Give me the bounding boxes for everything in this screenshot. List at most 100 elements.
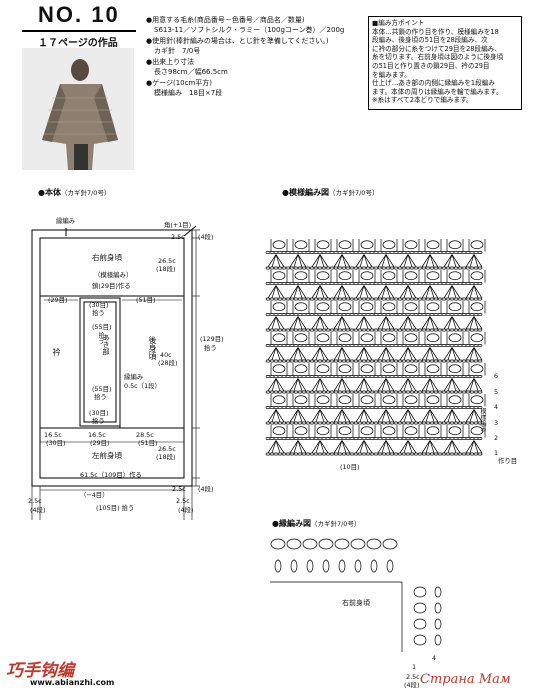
chain-stitch [457,297,463,301]
stitch-mark [341,254,347,268]
stitch-mark [333,378,343,392]
edge-motif [413,586,427,598]
chain-stitch [305,251,311,254]
chain-stitch [293,421,299,425]
chain-stitch [425,437,431,440]
chain-stitch [289,390,295,394]
chain-stitch [269,406,275,409]
chain-stitch [349,344,355,347]
chain-stitch [309,452,315,456]
stitch-mark [399,254,409,268]
chain-stitch [297,359,303,363]
stitch-mark [359,285,365,299]
stitch-mark [355,347,365,361]
stitch-mark [421,254,431,268]
chain-stitch [345,344,351,347]
stitch-mark [363,347,373,361]
chain-stitch [377,328,383,332]
model-photo [22,48,134,170]
chain-stitch [305,297,311,301]
stitch-mark [271,254,277,268]
chain-stitch [429,344,435,347]
chain-stitch [393,375,399,378]
chain-stitch [333,266,339,270]
chain-stitch [337,437,343,440]
chain-stitch [297,282,303,285]
chain-stitch [373,313,379,316]
stitch-mark [289,378,299,392]
chain-stitch [470,395,484,405]
site-url[interactable]: www.abianzhi.com [30,678,115,687]
chain-stitch [382,240,396,250]
stitch-mark [293,254,299,268]
chain-stitch [449,344,455,347]
stitch-mark [275,285,285,299]
chain-stitch [425,452,431,456]
chain-stitch [433,266,439,270]
chain-stitch [269,297,275,301]
chain-stitch [421,328,427,332]
stitch-mark [311,409,321,423]
stitch-mark [319,285,329,299]
chain-stitch [437,437,443,440]
stitch-mark [403,409,409,423]
edge-motif [366,538,382,550]
chain-stitch [469,297,475,301]
chain-stitch [409,359,415,363]
stitch-mark [359,378,365,392]
chain-stitch [429,313,435,316]
chain-stitch [448,333,462,343]
chain-stitch [429,421,435,425]
chain-stitch [337,282,343,285]
chain-stitch [293,266,299,270]
chain-stitch [465,344,471,347]
right-front-label: 右前身頃 [92,253,122,262]
chain-stitch [297,406,303,409]
chain-stitch [337,313,343,316]
st-51b: (51目) [138,439,158,447]
chain-stitch [441,344,447,347]
stitch-mark [407,440,417,454]
stitch-mark [293,409,299,423]
stitch-mark [407,440,413,454]
chain-stitch [469,390,475,394]
chain-stitch [421,344,427,347]
chain-stitch [353,297,359,301]
chain-stitch [409,313,415,316]
chain-stitch [277,282,283,285]
chain-stitch [429,375,435,378]
chain-stitch [421,421,427,425]
chain-stitch [421,282,427,285]
chain-stitch [433,359,439,363]
chain-stitch [361,390,367,394]
stitch-mark [363,409,369,423]
chain-stitch [389,251,395,254]
chain-stitch [369,282,375,285]
stitch-mark [337,285,343,299]
chain-stitch [325,266,331,270]
chain-stitch [317,390,323,394]
chain-stitch [337,359,343,363]
dim-25-bot: 2.5c [172,485,186,493]
chain-stitch [389,297,395,301]
stitch-mark [333,285,343,299]
edge-motif [386,559,394,573]
repeat-label: (10目) [340,463,360,471]
stitch-mark [443,316,453,330]
chain-stitch [413,251,419,254]
knitting-points-box: ■編み方ポイント 本体…共鎖の作り目を作り、模様編みを18 段編み、後身頃の51… [368,16,522,110]
stitch-mark [451,378,461,392]
chain-stitch [445,375,451,378]
chain-stitch [465,266,471,270]
edge-motif [322,559,330,573]
chain-stitch [317,406,323,409]
chain-stitch [377,421,383,425]
chain-stitch [265,344,271,347]
chain-stitch [269,313,275,316]
chain-stitch [393,437,399,440]
stitch-mark [429,409,435,423]
stitch-mark [275,409,281,423]
chain-stitch [389,375,395,378]
stitch-mark [337,440,343,454]
chain-stitch [293,452,299,456]
